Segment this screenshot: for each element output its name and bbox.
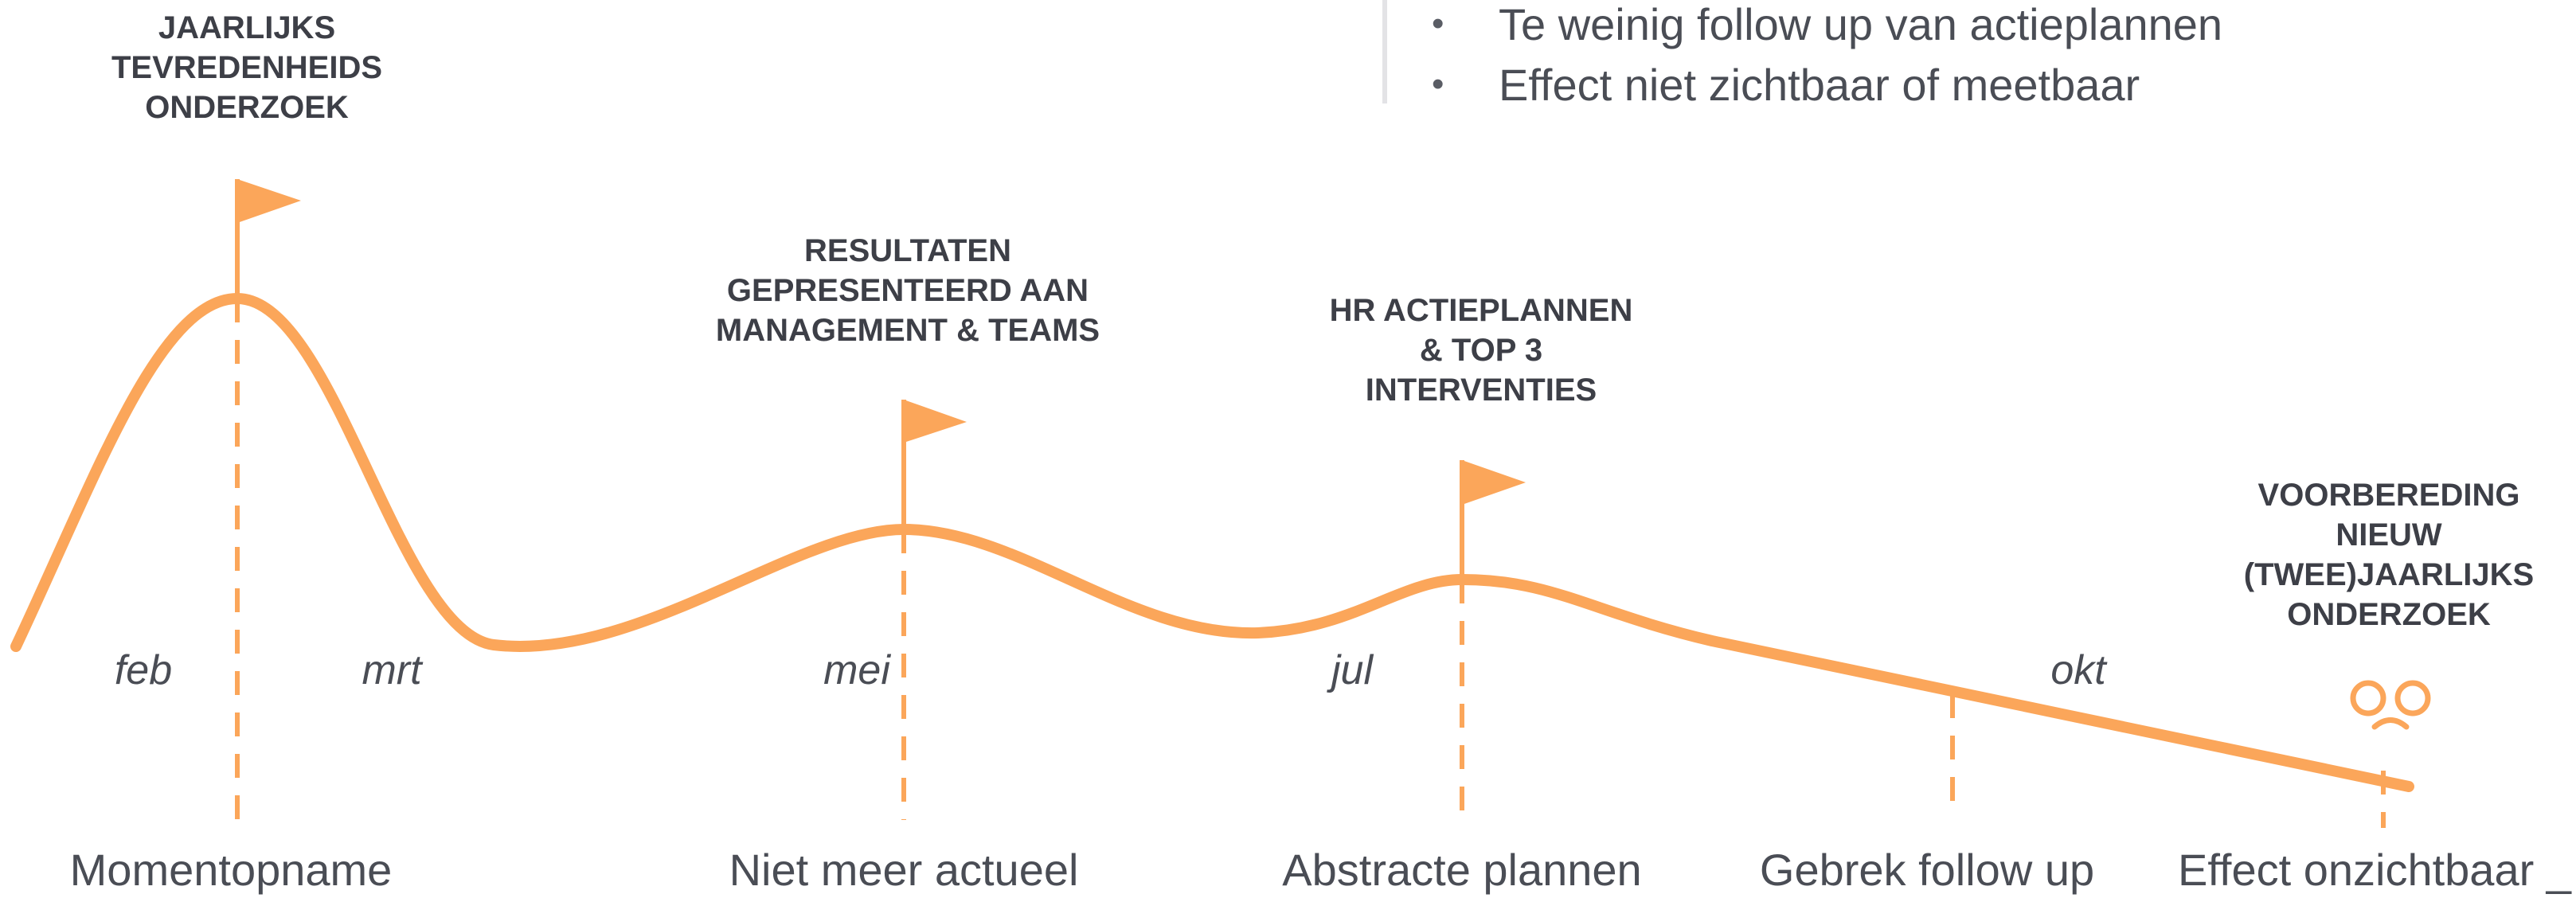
issues-list-item: • Effect niet zichtbaar of meetbaar bbox=[1432, 54, 2545, 115]
sad-face-icon bbox=[2350, 680, 2431, 730]
milestone-heading-voorbereiding: VOORBEREDING NIEUW (TWEE)JAARLIJKS ONDER… bbox=[2243, 478, 2535, 632]
flag-icon bbox=[235, 179, 301, 299]
phase-label-niet-meer-actueel: Niet meer actueel bbox=[729, 845, 1079, 895]
issues-list: • Te weinig follow up van actieplannen •… bbox=[1382, 0, 2545, 110]
milestone-heading-hr: HR ACTIEPLANNEN & TOP 3 INTERVENTIES bbox=[1329, 293, 1633, 408]
phase-label-abstracte-plannen: Abstracte plannen bbox=[1282, 845, 1642, 895]
month-label-feb: feb bbox=[114, 647, 173, 693]
phase-label-momentopname: Momentopname bbox=[69, 845, 393, 895]
month-label-mei: mei bbox=[823, 647, 890, 693]
flag-icon bbox=[901, 400, 967, 529]
issues-list-item-text: Te weinig follow up van actieplannen bbox=[1499, 0, 2223, 49]
bullet-icon: • bbox=[1432, 4, 1444, 43]
phase-label-effect-onzichtbaar: Effect onzichtbaar _ bbox=[2178, 845, 2571, 895]
bullet-icon: • bbox=[1432, 64, 1444, 103]
issues-list-item: • Te weinig follow up van actieplannen bbox=[1432, 0, 2545, 54]
issues-list-item-text: Effect niet zichtbaar of meetbaar bbox=[1499, 59, 2140, 110]
milestone-heading-resultaten: RESULTATEN GEPRESENTEERD AAN MANAGEMENT … bbox=[715, 233, 1100, 348]
flag-icon bbox=[1460, 460, 1526, 580]
engagement-curve bbox=[10, 293, 2414, 792]
month-label-okt: okt bbox=[2050, 647, 2106, 693]
phase-label-gebrek-follow-up: Gebrek follow up bbox=[1759, 845, 2095, 895]
month-label-mrt: mrt bbox=[362, 647, 422, 693]
month-label-jul: jul bbox=[1331, 647, 1374, 693]
milestone-heading-jaarlijks: JAARLIJKS TEVREDENHEIDS ONDERZOEK bbox=[111, 10, 383, 125]
